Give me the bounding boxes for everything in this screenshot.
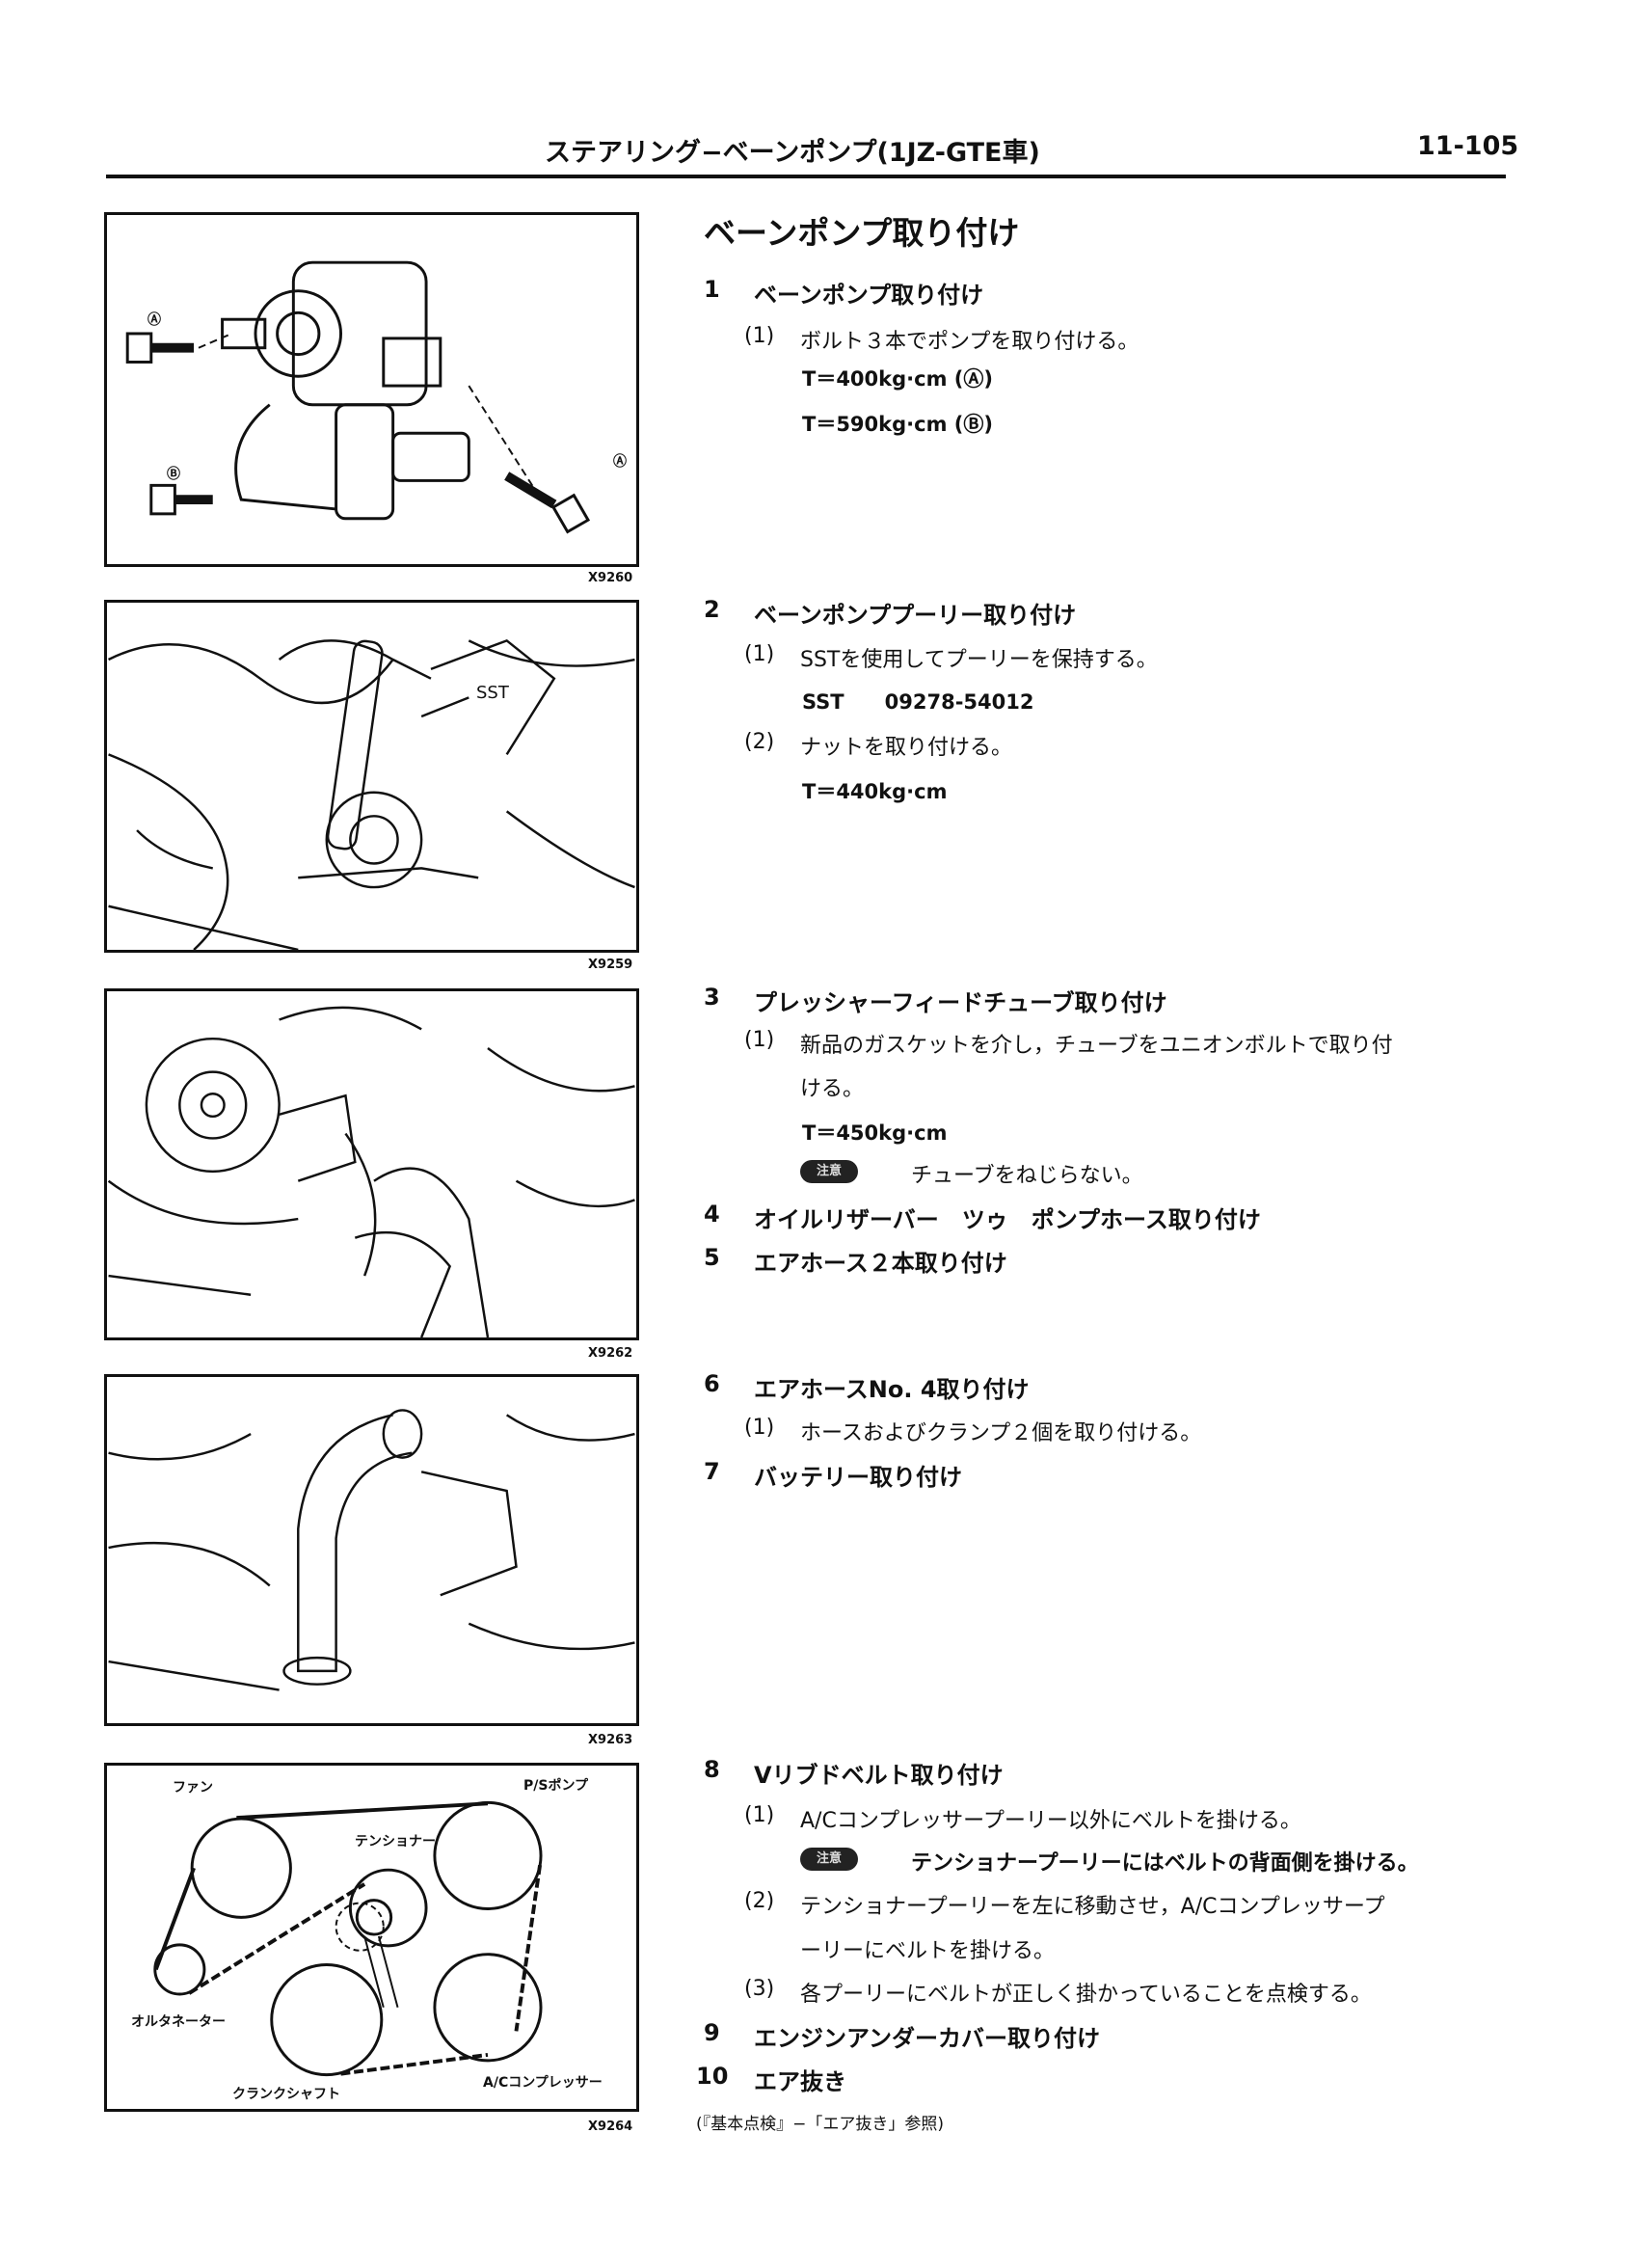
figure-code: X9262: [588, 1346, 633, 1361]
step-number: 5: [704, 1244, 720, 1271]
substep-number: (3): [744, 1977, 775, 2001]
step-number: 3: [704, 984, 720, 1011]
figure-code: X9260: [588, 571, 633, 585]
caution-text: テンショナープーリーにはベルトの背面側を掛ける。: [911, 1851, 1419, 1876]
step-number: 9: [704, 2019, 720, 2046]
step-number: 8: [704, 1756, 720, 1783]
header-section-title: ステアリング−ベーンポンプ(1JZ-GTE車): [545, 138, 1040, 168]
substep-number: (2): [744, 730, 775, 754]
label-ac-compressor: A/Cコンプレッサー: [483, 2075, 603, 2091]
substep-text-continued: ける。: [800, 1077, 865, 1101]
substep-text: テンショナープーリーを左に移動させ，A/Cコンプレッサープ: [800, 1895, 1385, 1919]
label-crankshaft: クランクシャフト: [232, 2087, 340, 2102]
label-sst: SST: [476, 683, 509, 703]
figure-vane-pump-bolts: Ⓐ Ⓑ Ⓐ: [104, 212, 639, 567]
label-fan: ファン: [173, 1780, 213, 1796]
step-number: 6: [704, 1370, 720, 1397]
torque-spec: T＝440kg·cm: [802, 780, 948, 803]
step-heading: プレッシャーフィードチューブ取り付け: [754, 989, 1167, 1016]
step-heading: エアホース２本取り付け: [754, 1250, 1007, 1277]
substep-text: 各プーリーにベルトが正しく掛かっていることを点検する。: [800, 1983, 1372, 2007]
step-heading: エアホースNo. 4取り付け: [754, 1376, 1030, 1403]
substep-text: ナットを取り付ける。: [800, 736, 1013, 760]
label-bolt-b: Ⓑ: [167, 467, 180, 482]
figure-code: X9259: [588, 958, 633, 972]
substep-text: 新品のガスケットを介し，チューブをユニオンボルトで取り付: [800, 1034, 1393, 1058]
figure-pulley-sst: SST: [104, 600, 639, 953]
label-ps-pump: P/Sポンプ: [523, 1778, 589, 1794]
sst-number: SST 09278-54012: [802, 690, 1034, 714]
label-bolt-a: Ⓐ: [147, 312, 161, 328]
page-title: ベーンポンプ取り付け: [704, 214, 1020, 252]
step-heading: Vリブドベルト取り付け: [754, 1762, 1004, 1789]
figure-belt-routing: ファン P/Sポンプ テンショナー オルタネーター クランクシャフト A/Cコン…: [104, 1763, 639, 2112]
page-number: 11-105: [1417, 131, 1519, 161]
step-number: 2: [704, 596, 720, 623]
torque-spec: T＝590kg·cm (Ⓑ): [802, 413, 993, 436]
figure-code: X9264: [588, 2120, 633, 2134]
label-alternator: オルタネーター: [131, 2014, 226, 2030]
caution-badge: 注意: [800, 1848, 858, 1871]
substep-number: (1): [744, 642, 775, 666]
step-heading: ベーンポンプ取り付け: [754, 282, 984, 309]
header-rule: [106, 175, 1506, 178]
step-number: 7: [704, 1458, 720, 1485]
substep-text: ボルト３本でポンプを取り付ける。: [800, 330, 1139, 354]
step-number: 1: [704, 276, 720, 303]
step-heading: エンジンアンダーカバー取り付け: [754, 2025, 1101, 2052]
step-heading: オイルリザーバー ツゥ ポンプホース取り付け: [754, 1206, 1261, 1233]
figure-air-hose: [104, 1374, 639, 1726]
step-heading: ベーンポンププーリー取り付け: [754, 602, 1077, 629]
substep-number: (1): [744, 1416, 775, 1440]
substep-text: SSTを使用してプーリーを保持する。: [800, 648, 1158, 672]
label-bolt-a-right: Ⓐ: [613, 454, 627, 470]
caution-text: チューブをねじらない。: [911, 1164, 1143, 1188]
torque-spec: T＝450kg·cm: [802, 1121, 948, 1145]
figure-code: X9263: [588, 1733, 633, 1747]
torque-spec: T＝400kg·cm (Ⓐ): [802, 367, 993, 391]
step-heading: エア抜き: [754, 2068, 846, 2095]
label-tensioner: テンショナー: [355, 1834, 436, 1850]
figure-pressure-feed-tube: [104, 988, 639, 1340]
substep-text: ホースおよびクランプ２個を取り付ける。: [800, 1421, 1202, 1445]
step-number: 4: [704, 1201, 720, 1228]
substep-number: (1): [744, 1803, 775, 1827]
substep-text-continued: ーリーにベルトを掛ける。: [800, 1939, 1056, 1963]
reference-note: (『基本点検』−「エア抜き」参照): [696, 2115, 945, 2134]
substep-number: (1): [744, 324, 775, 348]
step-heading: バッテリー取り付け: [754, 1464, 962, 1491]
step-number: 10: [696, 2063, 729, 2090]
caution-badge: 注意: [800, 1160, 858, 1183]
substep-text: A/Cコンプレッサープーリー以外にベルトを掛ける。: [800, 1809, 1301, 1833]
substep-number: (2): [744, 1889, 775, 1913]
substep-number: (1): [744, 1028, 775, 1052]
